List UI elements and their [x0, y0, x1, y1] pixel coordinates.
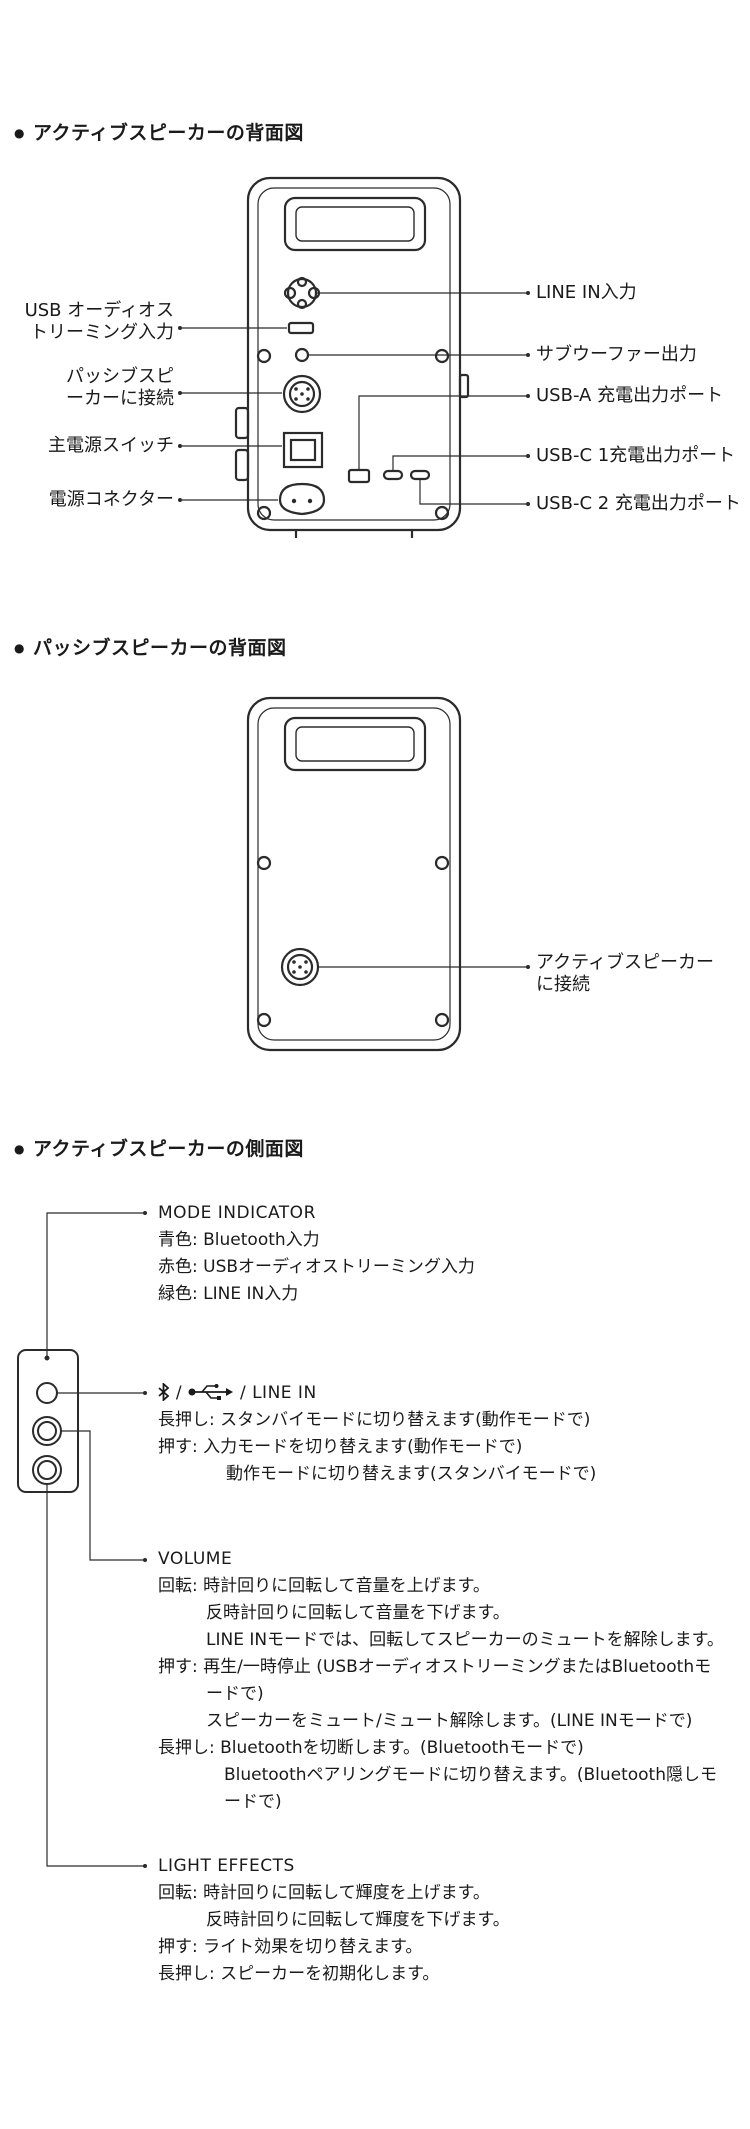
active-speaker-back-diagram — [178, 176, 530, 538]
active-speaker-side-diagram — [17, 1211, 147, 1868]
usb-icon — [188, 1384, 234, 1400]
label-passive-connect: パッシブスピ ーカーに接続 — [66, 366, 174, 409]
label-main-power: 主電源スイッチ — [48, 435, 174, 456]
passive-speaker-back-diagram — [246, 696, 530, 1052]
passive-back-heading: パッシブスピーカーの背面図 — [14, 633, 287, 660]
mode-indicator-block: MODE INDICATOR 青色: Bluetooth入力 赤色: USBオー… — [158, 1203, 475, 1304]
label-usb-a: USB-A 充電出力ポート — [536, 385, 724, 406]
label-usb-c2: USB-C 2 充電出力ポート — [536, 493, 741, 514]
label-active-connect: アクティブスピーカー に接続 — [536, 952, 715, 995]
label-usb-c1: USB-C 1充電出力ポート — [536, 445, 736, 466]
label-usb-audio: USB オーディオス トリーミング入力 — [24, 300, 174, 343]
bluetooth-icon — [158, 1381, 170, 1403]
label-power-connector: 電源コネクター — [48, 489, 174, 510]
input-button-block: / / LINE IN 長押し: スタンバイモードに切り替えます(動作モードで)… — [158, 1381, 597, 1484]
volume-block: VOLUME 回転: 時計回りに回転して音量を上げます。 反時計回りに回転して音… — [158, 1549, 724, 1812]
title-separator: / — [175, 1383, 183, 1403]
active-back-heading: アクティブスピーカーの背面図 — [14, 118, 304, 145]
active-side-heading: アクティブスピーカーの側面図 — [14, 1134, 304, 1161]
light-effects-block: LIGHT EFFECTS 回転: 時計回りに回転して輝度を上げます。 反時計回… — [158, 1856, 510, 1984]
label-subwoofer-out: サブウーファー出力 — [536, 344, 697, 365]
label-line-in: LINE IN入力 — [536, 282, 637, 303]
